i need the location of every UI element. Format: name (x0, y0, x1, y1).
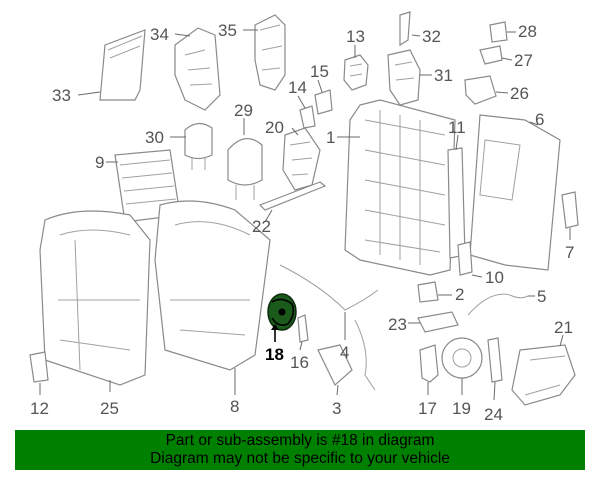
callout-29: 29 (234, 101, 253, 120)
parts-diagram: 1 2 3 4 5 6 7 8 9 10 11 12 13 14 15 16 1… (29, 11, 579, 424)
caption-line-part-number: Part or sub-assembly is #18 in diagram (165, 432, 435, 449)
callout-13: 13 (346, 27, 365, 46)
part-5-cable (467, 293, 535, 316)
callout-16: 16 (290, 353, 309, 372)
callout-31: 31 (434, 66, 453, 85)
part-8-seat-cover (154, 200, 271, 395)
callout-20: 20 (265, 118, 284, 137)
callout-18-highlighted: 18 (265, 345, 284, 364)
callout-11: 11 (448, 118, 466, 137)
part-31-latch (387, 49, 432, 106)
callout-23: 23 (388, 315, 407, 334)
callout-3: 3 (332, 399, 341, 418)
part-20-panel (282, 127, 321, 191)
part-23-handle (408, 311, 459, 333)
part-11-side-trim (447, 134, 466, 259)
callout-2: 2 (455, 285, 464, 304)
part-14-bracket (297, 95, 316, 129)
callout-7: 7 (565, 243, 574, 262)
part-34-bracket (174, 27, 221, 111)
part-25-seat-cover (39, 210, 151, 392)
callout-12: 12 (30, 399, 49, 418)
callout-21: 21 (554, 318, 573, 337)
part-16-clip (297, 314, 309, 351)
callout-28: 28 (518, 22, 537, 41)
part-4-cable (279, 264, 379, 340)
callout-8: 8 (230, 397, 239, 416)
callout-35: 35 (218, 21, 237, 40)
part-2-latch (417, 281, 452, 303)
part-26-release (464, 75, 509, 105)
part-10-bracket (457, 241, 483, 278)
part-35-bracket (243, 14, 286, 91)
caption-line-disclaimer: Diagram may not be specific to your vehi… (150, 450, 450, 467)
part-3-bracket (317, 319, 376, 396)
callout-6: 6 (535, 110, 544, 129)
part-17-bracket (419, 344, 439, 395)
callout-19: 19 (452, 399, 471, 418)
callout-26: 26 (510, 84, 529, 103)
caption-banner: Part or sub-assembly is #18 in diagram D… (15, 430, 585, 470)
callout-5: 5 (537, 287, 546, 306)
part-27-clip (479, 45, 513, 65)
callout-15: 15 (310, 62, 329, 81)
part-18-highlighted (267, 293, 297, 342)
callout-10: 10 (485, 268, 504, 287)
part-32-striker (399, 11, 421, 47)
part-13-latch (343, 45, 369, 91)
part-21-side-shield (511, 334, 576, 406)
part-19-round-cover (441, 337, 483, 395)
part-6-rear-panel (469, 114, 561, 271)
callout-24: 24 (484, 405, 503, 424)
part-33-back-panel (77, 29, 146, 101)
part-15-bracket (314, 79, 333, 115)
callout-33: 33 (52, 86, 71, 105)
callout-17: 17 (418, 399, 437, 418)
callout-30: 30 (145, 128, 164, 147)
callout-14: 14 (288, 78, 307, 97)
part-30-headrest (170, 122, 213, 170)
part-12-trim (29, 351, 49, 395)
callout-9: 9 (95, 153, 104, 172)
callout-25: 25 (100, 399, 119, 418)
callout-1: 1 (326, 128, 335, 147)
part-29-headrest (227, 118, 263, 200)
callout-34: 34 (150, 25, 169, 44)
callout-22: 22 (252, 217, 271, 236)
callout-4: 4 (340, 343, 349, 362)
part-7-cover (561, 191, 579, 240)
part-1-backrest-frame (337, 99, 456, 276)
part-28-clip (489, 21, 516, 43)
part-22-rod (258, 181, 327, 223)
callout-27: 27 (514, 51, 533, 70)
callout-32: 32 (422, 27, 441, 46)
part-24-lever (487, 337, 503, 401)
